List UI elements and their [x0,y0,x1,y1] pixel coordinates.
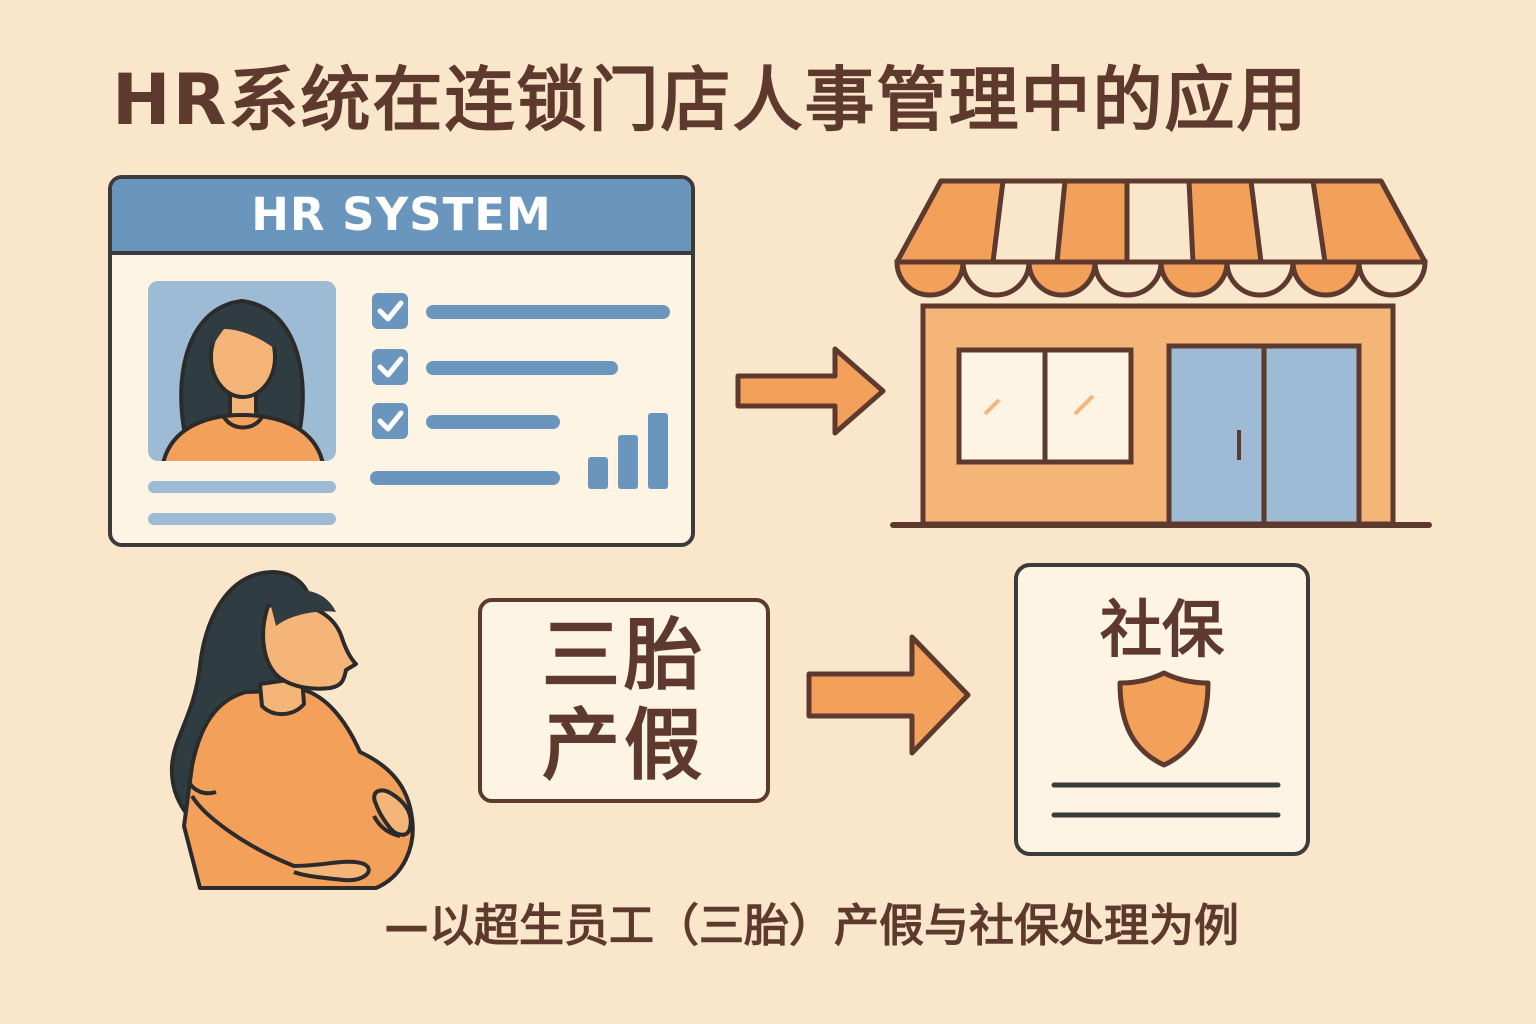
checkbox-icon [372,349,408,385]
info-line [426,415,560,429]
info-line [370,471,560,485]
subtitle: —以超生员工（三胎）产假与社保处理为例 [384,899,1240,952]
info-line [426,361,618,375]
page-title: HR系统在连锁门店人事管理中的应用 [112,59,1309,141]
hr-card-content [148,281,670,525]
leave-line-1: 三胎 [541,610,706,701]
arrow-right-icon [806,634,971,756]
document-lines [1051,782,1281,818]
checkbox-icon [372,403,408,439]
info-line [148,513,336,525]
social-security-card: 社保 [1014,563,1310,856]
hr-system-header-label: HR SYSTEM [251,188,552,241]
checkbox-icon [372,293,408,329]
pregnant-woman-icon [169,570,415,890]
info-line [426,305,670,319]
hr-system-card: HR SYSTEM [108,175,695,547]
employee-avatar-icon [148,281,336,461]
store-icon [890,178,1432,528]
leave-line-2: 产假 [541,700,706,791]
maternity-leave-box: 三胎 产假 [478,598,770,803]
social-security-label: 社保 [1099,593,1224,666]
info-line [148,481,336,493]
arrow-right-icon [735,346,886,436]
hr-system-header: HR SYSTEM [112,179,691,255]
bar-chart-icon [588,413,668,489]
shield-icon [1117,670,1211,768]
